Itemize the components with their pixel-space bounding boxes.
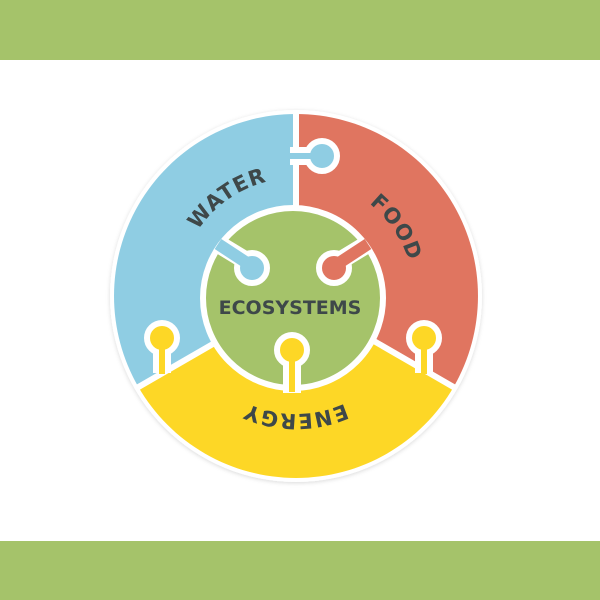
ecosystems-label: ECOSYSTEMS xyxy=(219,297,362,319)
top-green-band xyxy=(0,0,600,60)
bottom-green-band xyxy=(0,541,600,600)
